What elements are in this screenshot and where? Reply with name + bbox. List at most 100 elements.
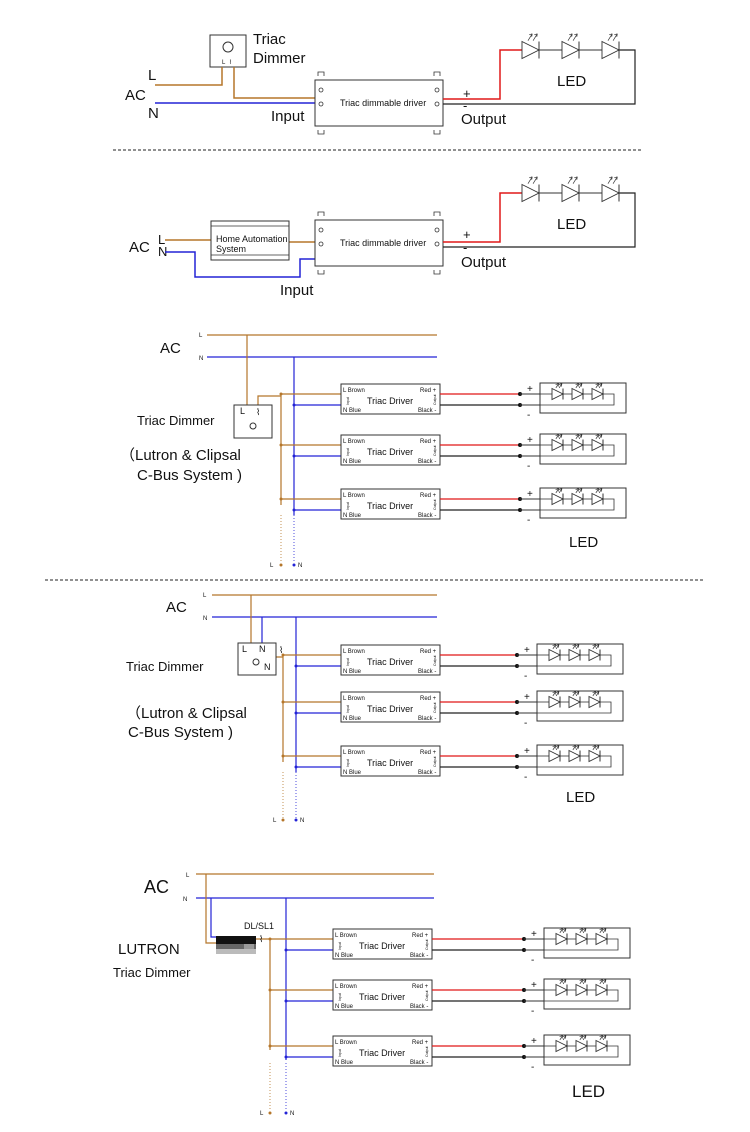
triac-symbol-icon: ⌇ <box>229 59 232 66</box>
triac-driver-box <box>340 644 441 676</box>
terminal-icon <box>317 211 441 275</box>
led-diode-icon <box>575 928 589 946</box>
led-minus-label: - <box>531 1006 534 1017</box>
positive-wire <box>443 192 522 243</box>
triac-dimmer-box <box>233 404 273 439</box>
led-minus-label: - <box>524 718 527 729</box>
driver-title: Triac Driver <box>359 941 405 951</box>
triac-dimmable-driver <box>314 219 444 267</box>
section-4-triac-ln: AC L N L N N ⌇ Triac Dimmer （Lutron & Cl… <box>126 593 624 824</box>
led-diode-icon <box>521 33 541 60</box>
driver-input-tag: Input <box>346 658 350 666</box>
live-wire <box>155 67 223 86</box>
driver-red-plus: Red + <box>420 388 437 394</box>
n-label: N <box>199 356 203 362</box>
driver-red-plus: Red + <box>420 696 437 702</box>
n-label: N <box>158 244 167 259</box>
dimmed-live <box>256 938 271 1050</box>
led-plus-label: + <box>531 929 537 940</box>
driver-black-minus: Black - <box>410 1060 428 1066</box>
driver-l-brown: L Brown <box>343 649 365 655</box>
led-minus-label: - <box>527 461 530 472</box>
section-3-triac-multi: AC L N L ⌇ Triac Dimmer （Lutron & Clipsa… <box>120 333 627 569</box>
dimmer-terminal-l: L <box>242 644 247 654</box>
driver-input-tag: Input <box>338 1049 342 1057</box>
triac-label-line2: Dimmer <box>253 50 306 67</box>
led-diode-icon <box>561 176 581 203</box>
driver-output-tag: Output <box>425 990 429 1001</box>
driver-title: Triac Driver <box>367 447 413 457</box>
plus-label: + <box>463 86 471 101</box>
dimmer-knob-icon <box>249 422 257 430</box>
lutron-clipsal-line2: C-Bus System ) <box>137 467 242 484</box>
led-string <box>521 33 621 60</box>
driver-n-blue: N Blue <box>343 513 362 519</box>
triac-dimmer-label: Triac Dimmer <box>113 965 191 980</box>
n-label: N <box>203 616 207 622</box>
led-plus-label: + <box>531 1036 537 1047</box>
led-minus-label: - <box>524 772 527 783</box>
triac-driver-box <box>340 383 441 415</box>
triac-symbol-icon: ⌇ <box>279 645 283 655</box>
lutron-clipsal-line1: （Lutron & Clipsal <box>120 447 241 464</box>
triac-driver-box <box>340 488 441 520</box>
triac-dimmer-label: Triac Dimmer <box>137 413 215 428</box>
led-label: LED <box>566 789 595 806</box>
l-end-label: L <box>260 1111 264 1117</box>
dimmer-terminal-l: L <box>240 406 245 416</box>
led-minus-label: - <box>524 671 527 682</box>
plus-label: + <box>463 227 471 242</box>
dimmed-live <box>276 656 284 762</box>
l-label: L <box>203 593 207 599</box>
section-1-triac-dimmer: L ⌇ Triac Dimmer AC L N Triac dimmable d… <box>125 31 636 135</box>
driver-title: Triac Driver <box>367 704 413 714</box>
driver-black-minus: Black - <box>418 770 436 776</box>
driver-l-brown: L Brown <box>343 439 365 445</box>
driver-input-tag: Input <box>338 993 342 1001</box>
triac-symbol-icon: ⌇ <box>259 934 263 944</box>
led-plus-label: + <box>524 645 530 656</box>
section-5-lutron: AC L N DL/SL1 ⌇ LUTRON Triac Dimmer L Br… <box>113 873 631 1117</box>
dimmed-live <box>257 395 282 505</box>
led-diode-icon <box>588 691 602 709</box>
driver-n-blue: N Blue <box>343 669 362 675</box>
dimmer-knob-icon <box>222 41 234 53</box>
led-plus-label: + <box>527 489 533 500</box>
led-label: LED <box>557 216 586 233</box>
n-end-label: N <box>300 818 304 824</box>
led-diode-icon <box>568 745 582 763</box>
driver-title: Triac dimmable driver <box>340 98 426 108</box>
driver-black-minus: Black - <box>418 459 436 465</box>
home-automation-line1: Home Automation <box>216 234 288 244</box>
driver-red-plus: Red + <box>420 649 437 655</box>
driver-title: Triac Driver <box>367 758 413 768</box>
dimmer-knob-icon <box>252 658 260 666</box>
driver-n-blue: N Blue <box>343 770 362 776</box>
lutron-label: LUTRON <box>118 941 180 958</box>
led-plus-label: + <box>531 980 537 991</box>
dimmer-terminal-l: L <box>222 60 226 66</box>
driver-input-tag: Input <box>346 759 350 767</box>
live-to-dimmer <box>205 874 216 944</box>
section-2-home-automation: AC L N Home Automation System Triac dimm… <box>129 176 636 299</box>
neutral-to-dimmer <box>210 898 216 938</box>
triac-label-line1: Triac <box>253 31 286 48</box>
led-diode-icon <box>601 33 621 60</box>
ac-label: AC <box>129 239 150 256</box>
n-end-label: N <box>298 563 302 569</box>
led-plus-label: + <box>524 746 530 757</box>
triac-driver-box <box>332 928 433 960</box>
driver-l-brown: L Brown <box>335 933 357 939</box>
driver-output-tag: Output <box>433 702 437 713</box>
ac-label: AC <box>166 599 187 616</box>
driver-input-tag: Input <box>346 448 350 456</box>
dimmer-terminal-n: N <box>259 644 266 654</box>
driver-n-blue: N Blue <box>343 408 362 414</box>
driver-red-plus: Red + <box>420 439 437 445</box>
driver-output-tag: Output <box>425 939 429 950</box>
